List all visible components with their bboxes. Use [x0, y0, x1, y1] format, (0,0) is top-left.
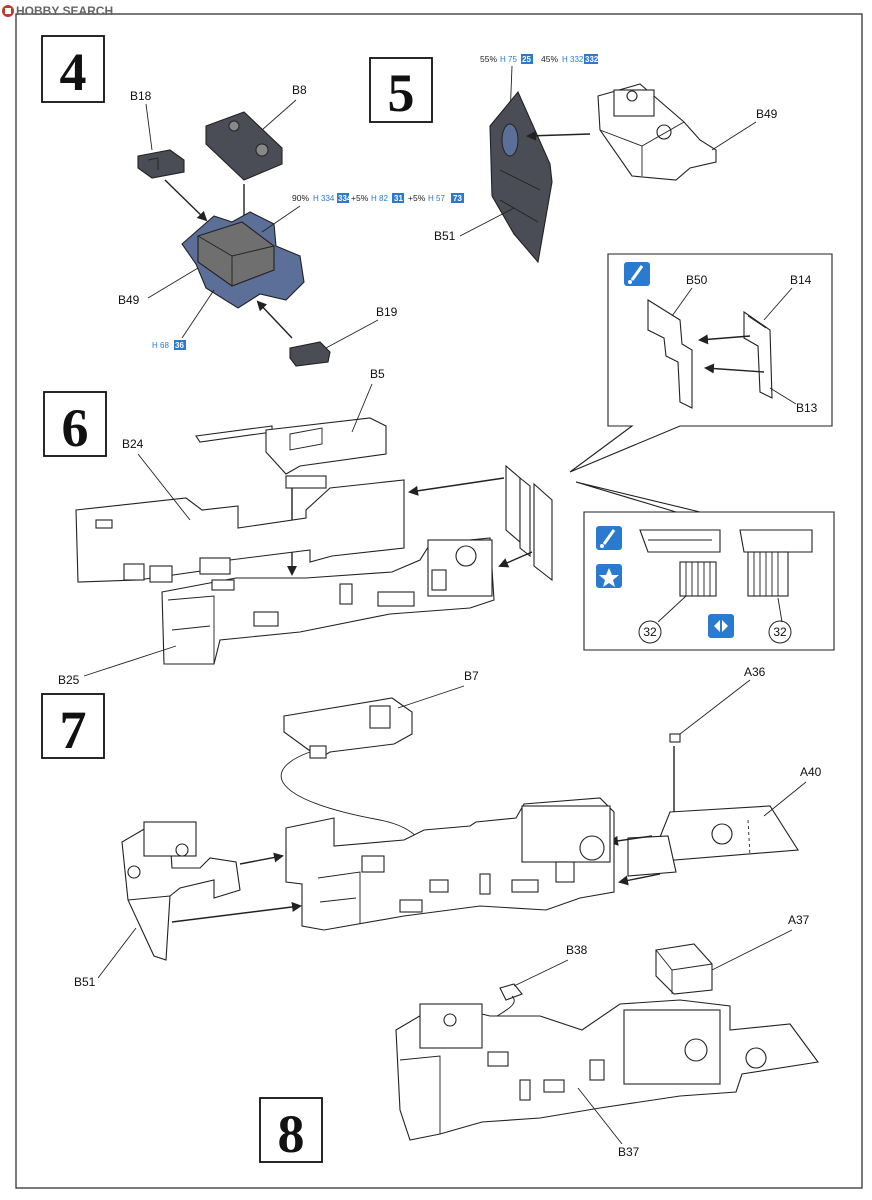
part-b19 [289, 341, 331, 367]
step-6: 6 B5 B24 [43, 367, 835, 687]
svg-text:H 332: H 332 [562, 55, 584, 64]
part-a37 [655, 943, 713, 995]
decal-32-left: 32 [643, 625, 657, 639]
label-b51-step7: B51 [74, 975, 96, 989]
step-5-box [369, 57, 433, 123]
part-b38 [499, 983, 523, 1001]
label-b7: B7 [464, 669, 479, 683]
part-b7 [283, 697, 413, 759]
label-b13: B13 [796, 401, 818, 415]
svg-text:45%: 45% [541, 54, 558, 64]
label-b37: B37 [618, 1145, 640, 1159]
part-a36 [669, 733, 681, 743]
page-frame [15, 13, 863, 1189]
svg-text:55%: 55% [480, 54, 497, 64]
svg-text:H 75: H 75 [500, 55, 517, 64]
decal-32-right: 32 [773, 625, 787, 639]
star-icon [596, 564, 622, 588]
label-b49-step4: B49 [118, 293, 140, 307]
label-a37: A37 [788, 913, 810, 927]
part-b24 [75, 479, 405, 583]
step-7: 7 B7 A36 A40 [41, 665, 822, 989]
svg-text:H 57: H 57 [428, 194, 445, 203]
label-a40: A40 [800, 765, 822, 779]
hobby-logo-icon [2, 5, 14, 17]
paint-single-step4: H 68 36 [152, 340, 186, 350]
part-b49-assembly [597, 83, 717, 181]
svg-text:334: 334 [338, 194, 352, 203]
label-b18: B18 [130, 89, 152, 103]
step-6-number: 6 [62, 398, 89, 458]
step-7-box [41, 693, 105, 759]
paint-mix-step4: 90% H 334 334 +5% H 82 31 +5% H 57 73 [292, 193, 464, 203]
part-b49-base [181, 211, 305, 309]
label-b38: B38 [566, 943, 588, 957]
step-6-box [43, 391, 107, 457]
label-b19: B19 [376, 305, 398, 319]
hobby-search-watermark: HOBBY SEARCH [2, 4, 113, 18]
svg-text:332: 332 [585, 55, 599, 64]
svg-text:H 82: H 82 [371, 194, 388, 203]
label-b25: B25 [58, 673, 80, 687]
step-4-number: 4 [60, 42, 87, 102]
detail-inset-decals: 32 32 [575, 481, 835, 651]
step-8: 8 B38 A37 B37 [259, 913, 819, 1164]
svg-text:H 334: H 334 [313, 194, 335, 203]
label-b51-step5: B51 [434, 229, 456, 243]
part-b51-rear [121, 821, 241, 961]
part-b8 [205, 111, 283, 181]
label-b14: B14 [790, 273, 812, 287]
label-b5: B5 [370, 367, 385, 381]
step-4: 4 B18 B8 B49 90% H 334 [41, 35, 464, 367]
paint-mix-step5: 55% H 75 25 45% H 332 332 [480, 54, 599, 64]
label-b24: B24 [122, 437, 144, 451]
part-b5 [195, 417, 387, 489]
svg-text:90%: 90% [292, 193, 309, 203]
paint-icon [624, 262, 650, 286]
part-side-panels [505, 464, 553, 582]
svg-text:31: 31 [394, 194, 403, 203]
step-4-box [41, 35, 105, 103]
label-b8: B8 [292, 83, 307, 97]
detail-inset-b50: B50 B14 B13 [569, 253, 833, 473]
svg-text:+5%: +5% [408, 193, 426, 203]
label-b50: B50 [686, 273, 708, 287]
svg-text:73: 73 [453, 194, 462, 203]
part-b18 [137, 149, 185, 179]
svg-text:H 68: H 68 [152, 341, 169, 350]
step-8-box [259, 1097, 323, 1163]
decal-apply-icon [708, 614, 734, 638]
part-b25 [161, 537, 495, 665]
label-b49-step5: B49 [756, 107, 778, 121]
part-hull-assembly [285, 797, 615, 931]
step-5: 5 55% H 75 25 45% H 332 332 B51 [369, 54, 778, 264]
svg-text:36: 36 [175, 341, 184, 350]
part-completed-hull [395, 999, 819, 1141]
step-5-number: 5 [388, 63, 415, 123]
step-7-number: 7 [60, 700, 87, 760]
svg-text:+5%: +5% [351, 193, 369, 203]
label-a36: A36 [744, 665, 766, 679]
part-a40 [627, 805, 799, 877]
svg-text:25: 25 [522, 55, 531, 64]
step-8-number: 8 [278, 1104, 305, 1164]
watermark-text: HOBBY SEARCH [16, 4, 113, 18]
part-b51-plate [489, 90, 553, 264]
paint-icon [596, 526, 622, 550]
